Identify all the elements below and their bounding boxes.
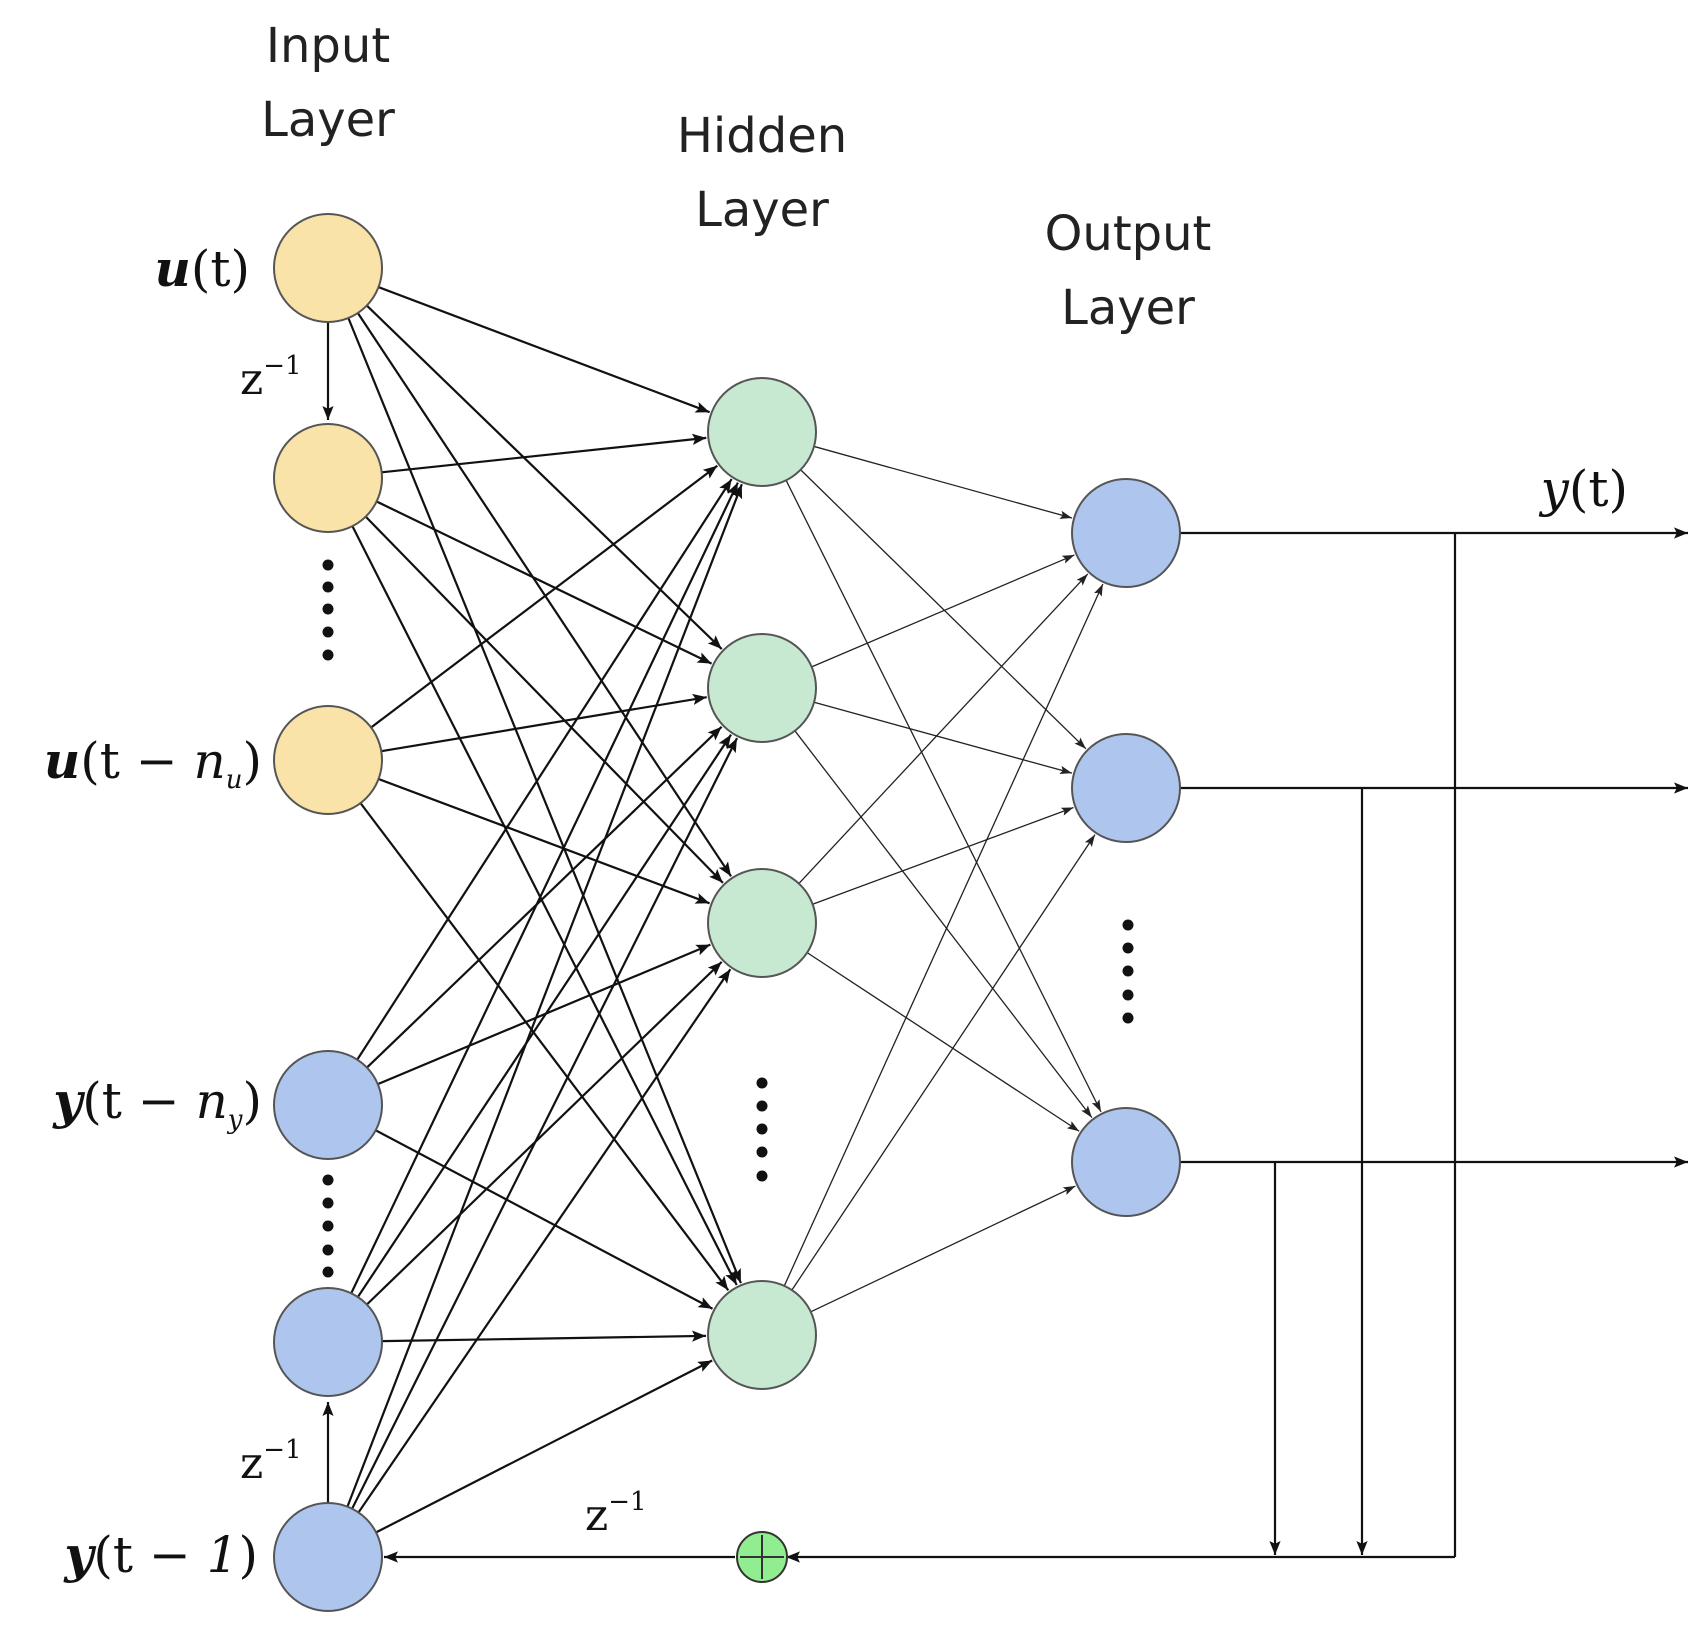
network-nodes [273, 213, 1181, 1612]
output-layer-title-line1: Output [1045, 206, 1212, 262]
label-u-t: u(t) [155, 239, 250, 298]
output-ellipsis-dot-1 [1122, 919, 1134, 931]
hidden-ellipsis-dot-2 [756, 1100, 768, 1112]
delay-label-u: z−1 [240, 351, 302, 405]
delay-label-y: z−1 [240, 1435, 302, 1489]
sum-node [736, 1531, 788, 1583]
label-u-t-minus-nu: u(t − nu) [44, 731, 262, 795]
input-u-ellipsis-dot-3 [322, 603, 334, 615]
hidden-ellipsis-dot-3 [756, 1123, 768, 1135]
hidden-layer-title-line1: Hidden [677, 108, 847, 164]
hidden-to-output-connections [783, 445, 1104, 1313]
connection-input-2-hidden-3 [359, 802, 730, 1291]
connection-input-3-hidden-1 [366, 726, 723, 1069]
input-layer-title-line1: Input [266, 18, 390, 74]
output-ellipsis-dot-4 [1122, 989, 1134, 1001]
input-u-ellipsis-dot-5 [322, 649, 334, 661]
label-y-t-minus-1: y(t − 1) [63, 1525, 258, 1584]
connection-input-4-hidden-2 [366, 961, 723, 1306]
connection-hidden-3-output-0 [783, 583, 1104, 1287]
connection-input-3-hidden-2 [377, 943, 711, 1086]
connection-input-2-hidden-1 [381, 693, 707, 753]
hidden-ellipsis-dot-1 [756, 1077, 768, 1089]
hidden-node-2 [707, 633, 817, 743]
connection-input-5-hidden-3 [375, 1359, 713, 1534]
hidden-node-1 [707, 377, 817, 487]
input-node-y-t-2 [273, 1287, 383, 1397]
connection-input-2-hidden-2 [378, 777, 710, 905]
connection-input-0-hidden-1 [366, 304, 723, 650]
hidden-node-4 [707, 1280, 817, 1390]
connection-hidden-1-output-2 [794, 730, 1093, 1118]
connection-hidden-1-output-0 [811, 554, 1075, 668]
connection-hidden-0-output-2 [785, 480, 1102, 1113]
connection-input-5-hidden-0 [346, 483, 743, 1508]
label-output-y-t: y(t) [1539, 460, 1628, 518]
connection-input-1-hidden-3 [351, 525, 738, 1286]
hidden-ellipsis-dot-4 [756, 1146, 768, 1158]
input-node-y-t-1 [273, 1502, 383, 1612]
connection-hidden-0-output-0 [813, 445, 1073, 519]
connection-hidden-2-output-1 [812, 806, 1074, 905]
input-to-hidden-connections [346, 286, 743, 1534]
connection-input-5-hidden-2 [357, 968, 732, 1514]
connection-input-1-hidden-2 [364, 515, 724, 884]
connection-input-0-hidden-2 [356, 312, 732, 877]
input-y-ellipsis-dot-3 [322, 1220, 334, 1232]
output-node-1 [1071, 478, 1181, 588]
connection-hidden-0-output-1 [800, 469, 1087, 750]
connection-hidden-3-output-2 [810, 1185, 1076, 1313]
connection-input-4-hidden-1 [356, 734, 732, 1298]
connection-input-3-hidden-0 [356, 478, 733, 1061]
input-node-u-t [273, 213, 383, 323]
input-layer-title-line2: Layer [261, 92, 395, 148]
input-node-y-t-ny [273, 1050, 383, 1160]
hidden-layer-title-line2: Layer [695, 182, 829, 238]
output-layer-title-line2: Layer [1061, 280, 1195, 336]
connection-input-0-hidden-3 [347, 317, 742, 1284]
input-y-ellipsis-dot-5 [322, 1266, 334, 1278]
hidden-node-3 [707, 868, 817, 978]
output-node-3 [1071, 1107, 1181, 1217]
label-y-t-minus-ny: y(t − ny) [52, 1071, 262, 1135]
output-ellipsis-dot-2 [1122, 942, 1134, 954]
input-y-ellipsis-dot-2 [322, 1197, 334, 1209]
connection-input-4-hidden-0 [350, 482, 739, 1294]
output-node-2 [1071, 733, 1181, 843]
hidden-ellipsis-dot-5 [756, 1170, 768, 1182]
input-node-u-t-nu [273, 705, 383, 815]
output-ellipsis-dot-3 [1122, 965, 1134, 977]
connection-input-3-hidden-3 [375, 1129, 714, 1310]
connection-input-5-hidden-1 [351, 737, 738, 1510]
input-node-u-t-1 [273, 423, 383, 533]
input-u-ellipsis-dot-1 [322, 559, 334, 571]
connection-hidden-2-output-0 [798, 573, 1089, 884]
connection-hidden-3-output-1 [791, 834, 1096, 1291]
connection-input-4-hidden-3 [381, 1330, 707, 1343]
input-y-ellipsis-dot-4 [322, 1244, 334, 1256]
input-u-ellipsis-dot-4 [322, 626, 334, 638]
connection-hidden-1-output-1 [813, 701, 1073, 775]
output-ellipsis-dot-5 [1122, 1012, 1134, 1024]
input-u-ellipsis-dot-2 [322, 581, 334, 593]
connection-input-0-hidden-0 [378, 286, 711, 414]
delay-label-feedback: z−1 [585, 1487, 647, 1541]
ellipsis-dots [322, 559, 1134, 1278]
input-y-ellipsis-dot-1 [322, 1174, 334, 1186]
connection-hidden-2-output-2 [806, 952, 1080, 1132]
connection-input-2-hidden-0 [370, 464, 718, 729]
connection-input-1-hidden-1 [376, 500, 713, 665]
connection-input-1-hidden-0 [381, 433, 707, 474]
